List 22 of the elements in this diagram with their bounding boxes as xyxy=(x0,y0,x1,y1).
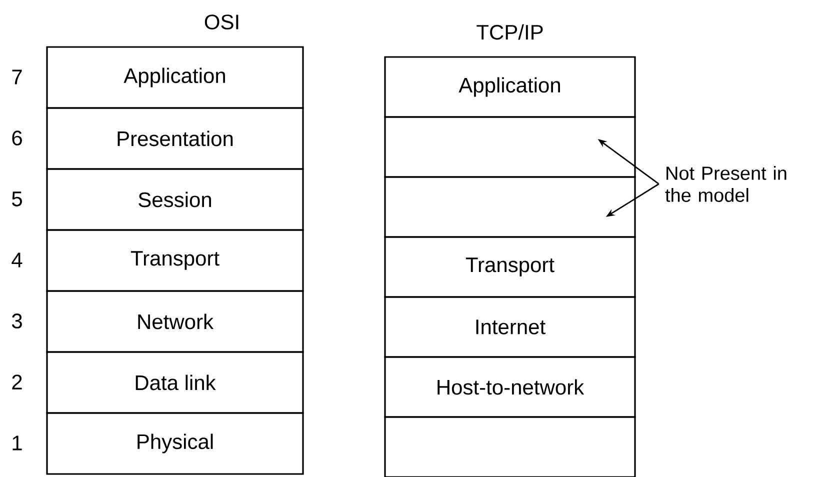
layer-box: Presentation xyxy=(46,107,304,170)
layer-number: 5 xyxy=(12,192,22,206)
layer-number: 1 xyxy=(12,436,22,450)
layer-number: 4 xyxy=(12,252,22,268)
layer-box: Application xyxy=(46,46,304,109)
layer-box: Host-to-network xyxy=(384,356,636,418)
layer-box: Transport xyxy=(384,236,636,298)
layer-box: Session xyxy=(46,168,304,231)
layer-box: Data link xyxy=(46,351,304,414)
layer-number: 6 xyxy=(12,130,22,146)
empty-layer-box xyxy=(384,116,636,178)
layer-box: Internet xyxy=(384,296,636,358)
layer-box: Transport xyxy=(46,229,304,292)
layer-number: 2 xyxy=(12,374,22,390)
layer-box: Application xyxy=(384,56,636,118)
empty-layer-box xyxy=(384,416,636,477)
layer-box: Network xyxy=(46,290,304,353)
layer-box: Physical xyxy=(46,412,304,475)
layer-number: 7 xyxy=(12,70,22,84)
empty-layer-box xyxy=(384,176,636,238)
note-text: Not Present in the model xyxy=(665,166,786,202)
layer-number: 3 xyxy=(12,314,22,328)
